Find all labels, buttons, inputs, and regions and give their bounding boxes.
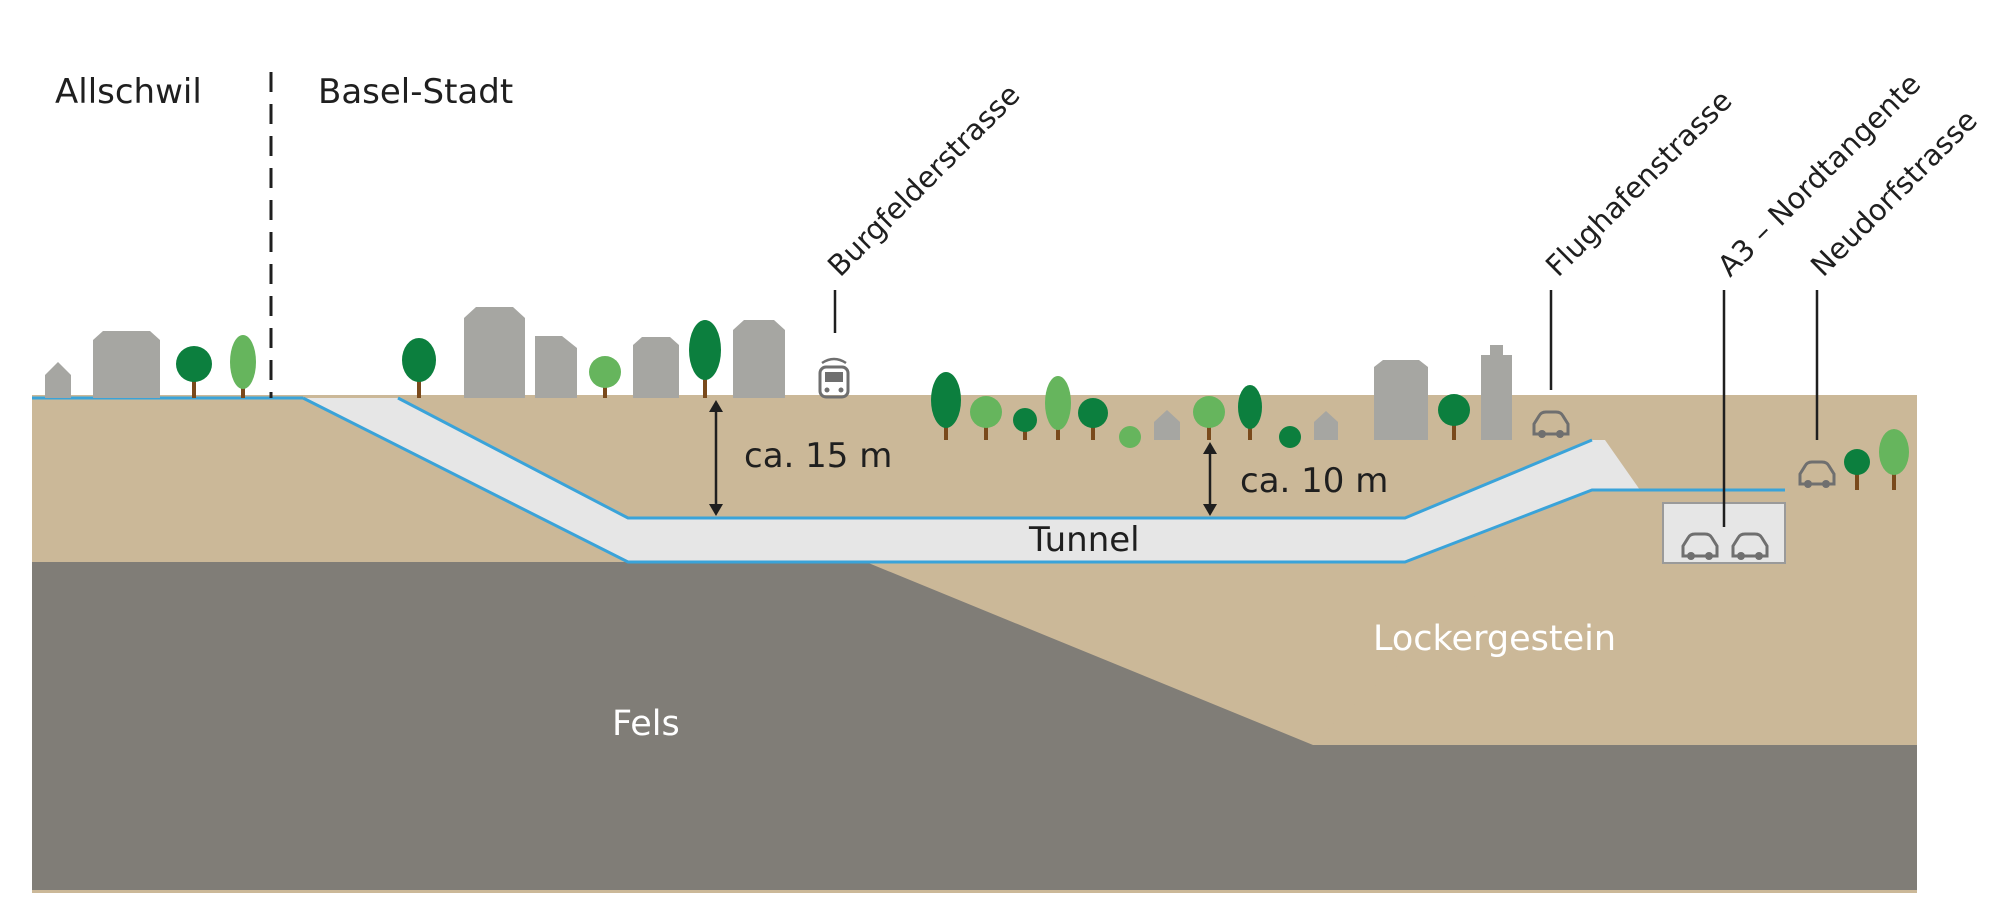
tree-icon xyxy=(402,338,436,398)
building-icon xyxy=(633,337,679,398)
depth-arrow-15m xyxy=(709,400,723,516)
house-icon xyxy=(1314,411,1338,440)
building-icon xyxy=(464,307,525,398)
tunnel-outline-top xyxy=(397,396,1593,520)
building-icon xyxy=(733,320,785,398)
building-icon xyxy=(535,336,577,398)
tree-icon xyxy=(176,346,212,398)
depth-arrow-10m xyxy=(1203,442,1217,516)
label-neudorfstrasse: Neudorfstrasse xyxy=(1804,103,1984,283)
tree-icon xyxy=(1438,394,1470,440)
tunnel-tube xyxy=(303,398,1640,562)
car-icon xyxy=(1731,532,1769,560)
surface-soil-left xyxy=(32,398,628,562)
label-basel-stadt: Basel-Stadt xyxy=(318,72,513,112)
label-allschwil: Allschwil xyxy=(55,72,202,112)
tree-icon xyxy=(1279,426,1301,448)
tram-icon xyxy=(818,357,850,399)
building-icon xyxy=(93,331,160,398)
car-icon xyxy=(1532,410,1570,438)
tree-icon xyxy=(1045,376,1071,440)
tunnel-outline-bottom xyxy=(302,396,1785,564)
tree-icon xyxy=(970,396,1002,440)
rock-layer xyxy=(32,562,1917,890)
tree-icon xyxy=(1119,426,1141,448)
label-tunnel: Tunnel xyxy=(1028,520,1140,560)
tree-icon xyxy=(589,356,621,398)
tower-building-icon xyxy=(1481,345,1512,440)
label-depth-10m: ca. 10 m xyxy=(1240,461,1388,501)
tree-icon xyxy=(1238,385,1262,440)
label-lockergestein: Lockergestein xyxy=(1373,619,1616,659)
label-flughafenstrasse: Flughafenstrasse xyxy=(1539,83,1739,283)
label-depth-15m: ca. 15 m xyxy=(744,436,892,476)
house-icon xyxy=(45,362,71,398)
car-icon xyxy=(1681,532,1719,560)
tree-icon xyxy=(689,320,721,398)
label-fels: Fels xyxy=(612,704,680,744)
tree-icon xyxy=(1879,429,1909,490)
tree-icon xyxy=(1844,449,1870,490)
tree-icon xyxy=(1013,408,1037,440)
tree-icon xyxy=(1078,398,1108,440)
label-burgfelderstrasse: Burgfelderstrasse xyxy=(821,77,1027,283)
tree-icon xyxy=(1193,396,1225,440)
house-icon xyxy=(1154,410,1180,440)
tree-icon xyxy=(931,372,961,440)
building-icon xyxy=(1374,360,1428,440)
surface-soil-middle xyxy=(398,398,1592,518)
tree-icon xyxy=(230,335,256,398)
car-icon xyxy=(1798,460,1836,488)
